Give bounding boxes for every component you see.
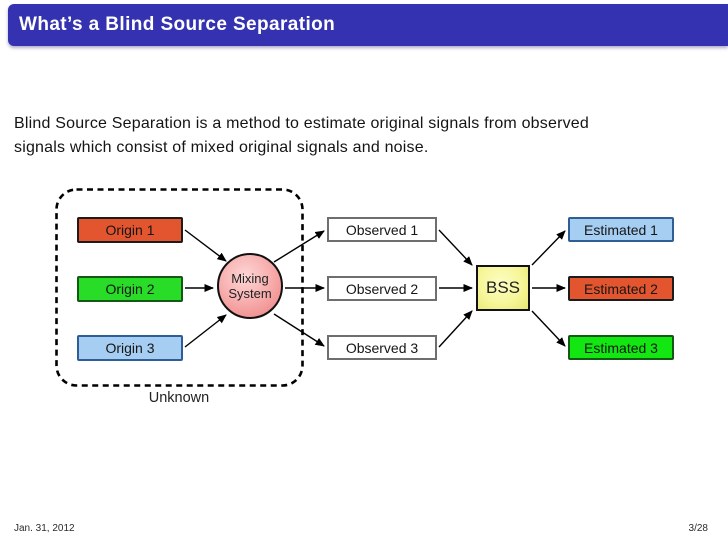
- observed-3-box: Observed 3: [327, 335, 437, 360]
- slide-title-bar: What’s a Blind Source Separation: [8, 4, 728, 46]
- body-line: Blind Source Separation is a method to e…: [14, 115, 590, 132]
- body-line: signals which consist of mixed original …: [14, 138, 429, 156]
- arrow: [273, 313, 325, 347]
- arrow: [273, 230, 325, 263]
- mixing-system-label-line2: System: [228, 286, 272, 301]
- mixing-system-label-line1: Mixing: [231, 271, 269, 286]
- observed-1-label: Observed 1: [345, 221, 419, 238]
- arrow: [438, 310, 473, 348]
- estimated-3-label: Estimated 3: [584, 339, 658, 356]
- estimated-2-label: Estimated 2: [584, 280, 658, 297]
- arrow: [531, 310, 566, 347]
- observed-2-label: Observed 2: [345, 280, 419, 297]
- arrow: [184, 229, 227, 262]
- observed-2-box: Observed 2: [327, 276, 437, 301]
- arrow: [531, 230, 566, 266]
- footer-page-number: 3/28: [688, 523, 708, 534]
- estimated-1-label: Estimated 1: [584, 221, 658, 238]
- bss-node: BSS: [476, 265, 530, 311]
- origin-3-label: Origin 3: [105, 340, 155, 356]
- origin-1-label: Origin 1: [105, 222, 155, 238]
- origin-2-label: Origin 2: [105, 281, 155, 297]
- bss-label: BSS: [485, 278, 521, 297]
- unknown-label: Unknown: [148, 390, 210, 406]
- estimated-1-box: Estimated 1: [568, 217, 674, 242]
- origin-3-box: Origin 3: [77, 335, 183, 361]
- arrow: [438, 229, 473, 266]
- arrow: [184, 314, 227, 348]
- observed-3-label: Observed 3: [345, 339, 419, 356]
- origin-2-box: Origin 2: [77, 276, 183, 302]
- estimated-3-box: Estimated 3: [568, 335, 674, 360]
- page-title: What’s a Blind Source Separation: [19, 14, 336, 35]
- estimated-2-box: Estimated 2: [568, 276, 674, 301]
- mixing-system-node: Mixing System: [217, 253, 283, 319]
- origin-1-box: Origin 1: [77, 217, 183, 243]
- observed-1-box: Observed 1: [327, 217, 437, 242]
- body-paragraph: Blind Source Separation is a method to e…: [14, 112, 722, 159]
- footer-date: Jan. 31, 2012: [14, 523, 75, 534]
